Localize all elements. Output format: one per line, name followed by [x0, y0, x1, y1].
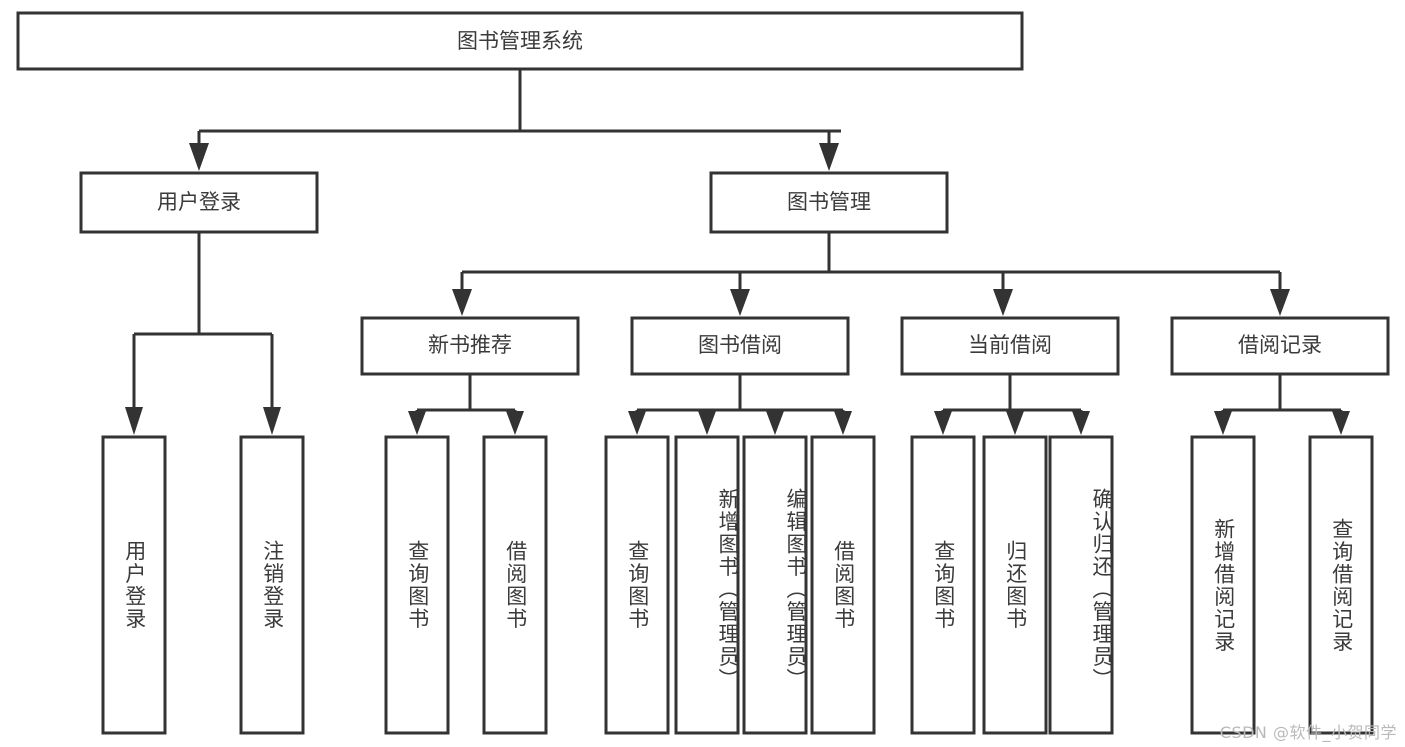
- arrow-head-leaf-logout: [263, 407, 281, 435]
- leaf-box-borrow-book-rec[interactable]: [482, 435, 548, 735]
- arrow-head-borrow-leaf-2: [698, 411, 716, 435]
- leaf-box-query-borrow-record[interactable]: [1308, 435, 1374, 735]
- arrow-head-new-book-rec: [452, 289, 472, 316]
- node-user-login-label: 用户登录: [157, 190, 241, 214]
- leaf-box-add-book-admin[interactable]: [674, 435, 740, 735]
- arrow-head-book-manage: [819, 143, 839, 171]
- leaf-box-edit-book-admin[interactable]: [742, 435, 808, 735]
- node-book-manage-box[interactable]: [709, 171, 949, 234]
- leaf-box-user-login[interactable]: [101, 435, 167, 735]
- node-current-borrow-box[interactable]: [900, 316, 1120, 376]
- node-root-label: 图书管理系统: [457, 29, 583, 53]
- arrow-head-borrow-leaf-3: [766, 411, 784, 435]
- arrow-head-record-leaf-1: [1214, 411, 1232, 435]
- arrow-head-user-login: [189, 143, 209, 171]
- leaf-box-query-book-borrow[interactable]: [604, 435, 670, 735]
- arrow-head-current-leaf-2: [1006, 411, 1024, 435]
- leaf-box-logout[interactable]: [239, 435, 305, 735]
- leaf-box-return-book[interactable]: [982, 435, 1048, 735]
- leaf-box-borrow-book[interactable]: [810, 435, 876, 735]
- leaf-box-query-book-current[interactable]: [910, 435, 976, 735]
- arrow-head-borrow-leaf-1: [628, 411, 646, 435]
- node-current-borrow-label: 当前借阅: [968, 333, 1052, 357]
- arrow-head-leaf-user-login: [125, 407, 143, 435]
- arrow-head-book-borrow: [730, 289, 750, 316]
- node-new-book-rec-box[interactable]: [360, 316, 580, 376]
- node-book-manage-label: 图书管理: [787, 190, 871, 214]
- arrow-head-newbook-leaf-1: [408, 411, 426, 435]
- connectors-layer: [125, 69, 1350, 435]
- arrow-head-borrow-record: [1270, 289, 1290, 316]
- arrow-head-borrow-leaf-4: [834, 411, 852, 435]
- node-new-book-rec-label: 新书推荐: [428, 333, 512, 357]
- node-borrow-record-label: 借阅记录: [1238, 333, 1322, 357]
- watermark-text: CSDN @软件_小贺同学: [1219, 723, 1397, 742]
- arrow-head-current-leaf-3: [1072, 411, 1090, 435]
- leaf-box-query-book-rec[interactable]: [384, 435, 450, 735]
- arrow-head-record-leaf-2: [1332, 411, 1350, 435]
- arrow-head-current-leaf-1: [934, 411, 952, 435]
- nodes-layer: 图书管理系统 用户登录 图书管理 新书推荐 图书借阅 当前借阅 借阅记录: [16, 11, 1390, 735]
- node-book-borrow-label: 图书借阅: [698, 333, 782, 357]
- node-root-box[interactable]: [16, 11, 1024, 71]
- arrow-head-newbook-leaf-2: [506, 411, 524, 435]
- leaf-box-confirm-return-admin[interactable]: [1048, 435, 1114, 735]
- arrow-head-current-borrow: [993, 289, 1013, 316]
- node-borrow-record-box[interactable]: [1170, 316, 1390, 376]
- node-user-login-box[interactable]: [79, 171, 319, 234]
- leaf-box-add-borrow-record[interactable]: [1190, 435, 1256, 735]
- node-book-borrow-box[interactable]: [630, 316, 850, 376]
